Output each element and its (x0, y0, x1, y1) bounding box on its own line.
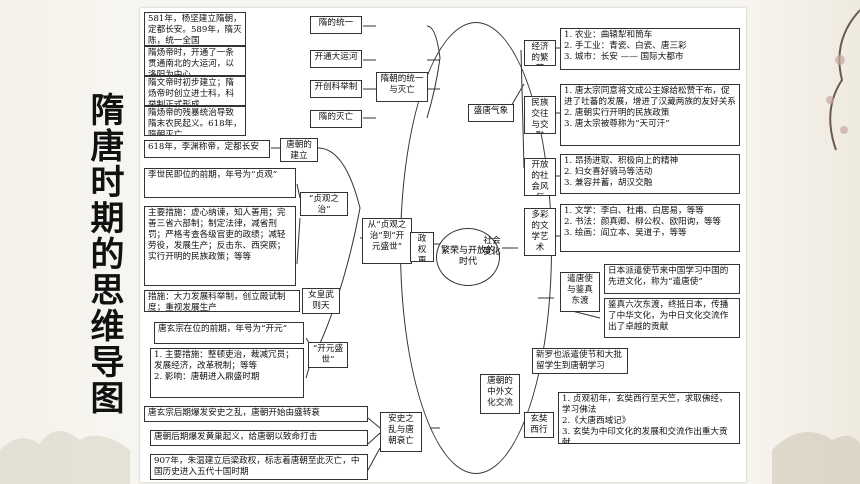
prosperity-label: 盛唐气象 (468, 104, 514, 122)
tang-founding-label: 唐朝的建立 (280, 138, 318, 162)
social-change-label: 社会变化 (483, 236, 501, 257)
decline-item-2: 唐朝后期爆发黄巢起义，给唐朝以致命打击 (150, 430, 368, 446)
mind-map: 581年，杨坚建立隋朝，定都长安。589年，隋灭陈，统一全国 隋的统一 隋炀帝时… (140, 8, 746, 482)
tang-founding-text: 618年，李渊称帝，定都长安 (144, 140, 270, 158)
sui-unify-text: 581年，杨坚建立隋朝，定都长安。589年，隋灭陈，统一全国 (144, 12, 246, 46)
exchange-label: 唐朝的中外文化交流 (480, 374, 520, 414)
culture-text: 1. 文学：李白、杜甫、白居易，等等 2. 书法：颜真卿、柳公权、欧阳询，等等 … (560, 204, 740, 252)
grand-canal-label: 开通大运河 (310, 50, 362, 68)
zhenguan-kaiyuan-branch: 从“贞观之治”到“开元盛世” (362, 218, 412, 264)
japan-label: 遣唐使与鉴真东渡 (560, 272, 600, 312)
politics-label: 政权更替 (410, 232, 434, 262)
ethnic-text: 1. 唐太宗同意将文成公主嫁给松赞干布，促进了吐蕃的发展，增进了汉藏两族的友好关… (560, 84, 740, 146)
center-node: 繁荣与开放的时代 (436, 228, 500, 286)
ink-mountain-decoration (0, 430, 130, 484)
silla-text: 新罗也派遣使节和大批留学生到唐朝学习 (532, 348, 628, 374)
sui-branch-label: 隋朝的统一与灭亡 (376, 72, 428, 102)
keju-label: 开创科举制 (310, 80, 362, 98)
plum-branch-decoration (826, 9, 860, 151)
society-label: 开放的社会风气 (524, 158, 556, 196)
decline-item-3: 907年，朱温建立后梁政权，标志着唐朝至此灭亡，中国历史进入五代十国时期 (150, 454, 368, 480)
sui-unify-label: 隋的统一 (310, 16, 362, 34)
wuzetian-label: 女皇武则天 (302, 288, 340, 314)
society-text: 1. 昂扬进取、积极向上的精神 2. 妇女喜好骑马等活动 3. 兼容并蓄，胡汉交… (560, 154, 740, 194)
grand-canal-text: 隋炀帝时，开通了一条贯通南北的大运河，以洛阳为中心 (144, 46, 246, 76)
decline-label: 安史之乱与唐朝衰亡 (380, 412, 422, 452)
ethnic-label: 民族交往与交融 (524, 96, 556, 134)
xuanzang-text: 1. 贞观初年，玄奘西行至天竺，求取佛经，学习佛法 2.《大唐西域记》 3. 玄… (558, 392, 740, 444)
sui-fall-text: 隋炀帝的残暴统治导致隋末农民起义。618年，隋朝灭亡 (144, 106, 246, 136)
kaiyuan-label: “开元盛世” (308, 342, 348, 368)
zhenguan-item-2: 主要措施：虚心纳谏，知人善用；完善三省六部制；制定法律，减省刑罚；严格考查各级官… (144, 206, 296, 286)
kaiyuan-item-2: 1. 主要措施：整顿吏治，裁减冗员；发展经济，改革税制；等等 2. 影响：唐朝进… (150, 348, 304, 398)
economy-text: 1. 农业：曲辕犁和筒车 2. 手工业：青瓷、白瓷、唐三彩 3. 城市：长安 —… (560, 28, 740, 70)
xuanzang-label: 玄奘西行 (524, 412, 554, 438)
japan-item-2: 鉴真六次东渡，终抵日本，传播了中华文化，为中日文化交流作出了卓越的贡献 (604, 298, 740, 338)
zhenguan-item-1: 李世民即位的前期，年号为“贞观” (144, 168, 296, 198)
sui-fall-label: 隋的灭亡 (310, 110, 362, 128)
culture-label: 多彩的文学艺术 (524, 208, 556, 256)
keju-text: 隋文帝时初步建立；隋炀帝时创立进士科，科举制正式形成 (144, 76, 246, 106)
ink-plant-decoration (772, 432, 860, 484)
wuzetian-text: 措施：大力发展科举制，创立殿试制度；重视发展生产 (144, 290, 300, 312)
zhenguan-label: “贞观之治” (300, 192, 348, 216)
kaiyuan-item-1: 唐玄宗在位的前期，年号为“开元” (154, 322, 304, 344)
economy-label: 经济的繁荣 (524, 40, 556, 66)
japan-item-1: 日本派遣使节来中国学习中国的先进文化，称为“遣唐使” (604, 264, 740, 294)
decline-item-1: 唐玄宗后期爆发安史之乱，唐朝开始由盛转衰 (144, 406, 368, 422)
page-title: 隋唐时期的思维导图 (84, 92, 124, 416)
